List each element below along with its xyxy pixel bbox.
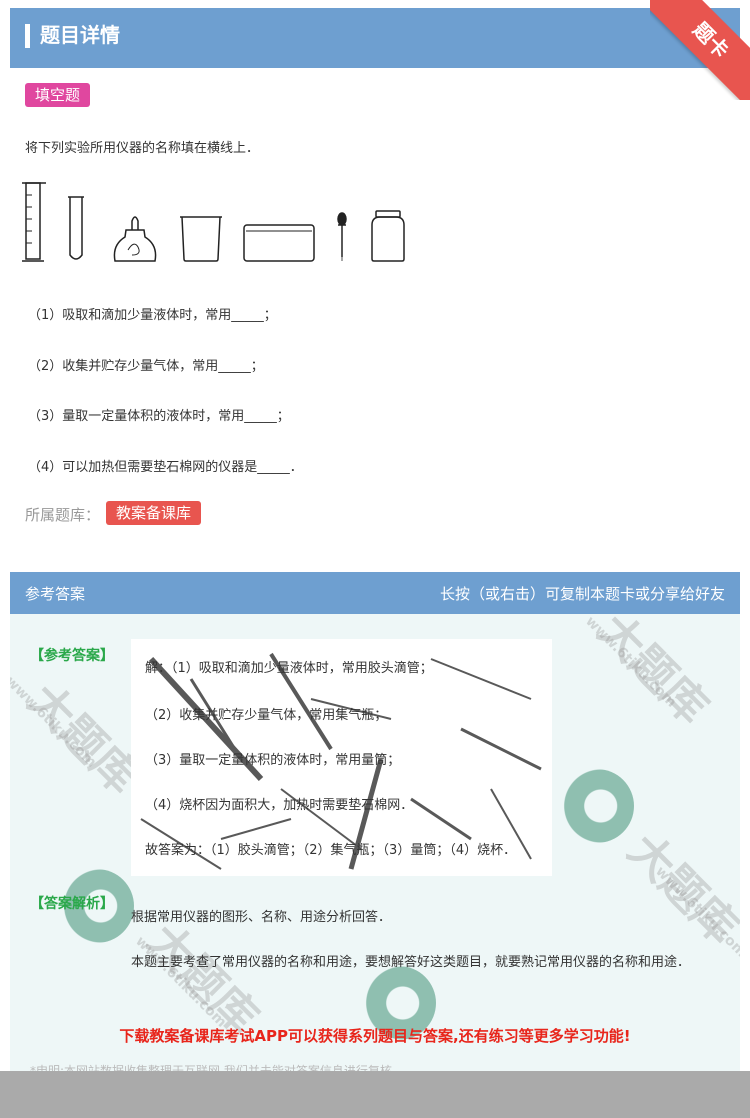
measuring-cylinder-icon bbox=[22, 182, 46, 262]
beaker-icon bbox=[180, 216, 222, 262]
corner-ribbon: 题卡 bbox=[650, 0, 750, 100]
ribbon-label: 题卡 bbox=[650, 0, 750, 100]
question-item-2: （2）收集并贮存少量气体，常用_____； bbox=[28, 359, 264, 374]
alcohol-lamp-icon bbox=[113, 216, 157, 262]
analysis-label: 【答案解析】 bbox=[30, 896, 114, 912]
reference-answer-line-4: （4）烧杯因为面积大，加热时需要垫石棉网． bbox=[145, 798, 414, 813]
question-type-badge: 填空题 bbox=[25, 83, 91, 107]
answer-header-title: 参考答案 bbox=[25, 585, 86, 603]
logo-swirl-icon bbox=[60, 869, 134, 943]
question-item-3: （3）量取一定量体积的液体时，常用_____； bbox=[28, 409, 290, 424]
reference-answer-line-3: （3）量取一定量体积的液体时，常用量筒； bbox=[145, 753, 401, 768]
reference-answer-line-2: （2）收集并贮存少量气体，常用集气瓶； bbox=[145, 708, 388, 723]
answer-image: 解：（1）吸取和滴加少量液体时，常用胶头滴管； （2）收集并贮存少量气体，常用集… bbox=[131, 639, 552, 876]
gas-jar-icon bbox=[371, 210, 405, 262]
page-title: 题目详情 bbox=[40, 23, 120, 47]
app-download-promo[interactable]: 下载教案备课库考试APP可以获得系列题目与答案,还有练习等更多学习功能! bbox=[119, 1027, 631, 1045]
title-accent-bar bbox=[25, 24, 30, 48]
answer-header: 参考答案 长按（或右击）可复制本题卡或分享给好友 bbox=[10, 572, 740, 614]
test-tube-icon bbox=[68, 196, 84, 260]
question-item-1: （1）吸取和滴加少量液体时，常用_____； bbox=[28, 308, 277, 323]
trough-icon bbox=[243, 224, 315, 262]
library-tag[interactable]: 教案备课库 bbox=[106, 501, 202, 525]
library-label: 所属题库： bbox=[25, 506, 101, 524]
question-item-4: （4）可以加热但需要垫石棉网的仪器是_____． bbox=[28, 460, 303, 475]
analysis-line-2: 本题主要考查了常用仪器的名称和用途，要想解答好这类题目，就要熟记常用仪器的名称和… bbox=[131, 955, 691, 970]
page-header: 题目详情 bbox=[10, 8, 740, 68]
share-hint: 长按（或右击）可复制本题卡或分享给好友 bbox=[439, 585, 725, 603]
bottom-overlay-bar bbox=[0, 1071, 750, 1118]
dropper-icon bbox=[337, 212, 347, 261]
apparatus-figure bbox=[22, 182, 405, 262]
reference-answer-line-5: 故答案为：（1）胶头滴管；（2）集气瓶；（3）量筒；（4）烧杯． bbox=[145, 843, 517, 858]
scratch-noise-overlay bbox=[140, 652, 542, 870]
logo-swirl-icon bbox=[560, 769, 634, 843]
reference-answer-line-1: 解：（1）吸取和滴加少量液体时，常用胶头滴管； bbox=[145, 661, 433, 676]
analysis-line-1: 根据常用仪器的图形、名称、用途分析回答． bbox=[131, 910, 392, 925]
logo-swirl-icon bbox=[362, 966, 436, 1040]
question-stem: 将下列实验所用仪器的名称填在横线上． bbox=[25, 141, 260, 156]
reference-answer-label: 【参考答案】 bbox=[30, 648, 114, 664]
